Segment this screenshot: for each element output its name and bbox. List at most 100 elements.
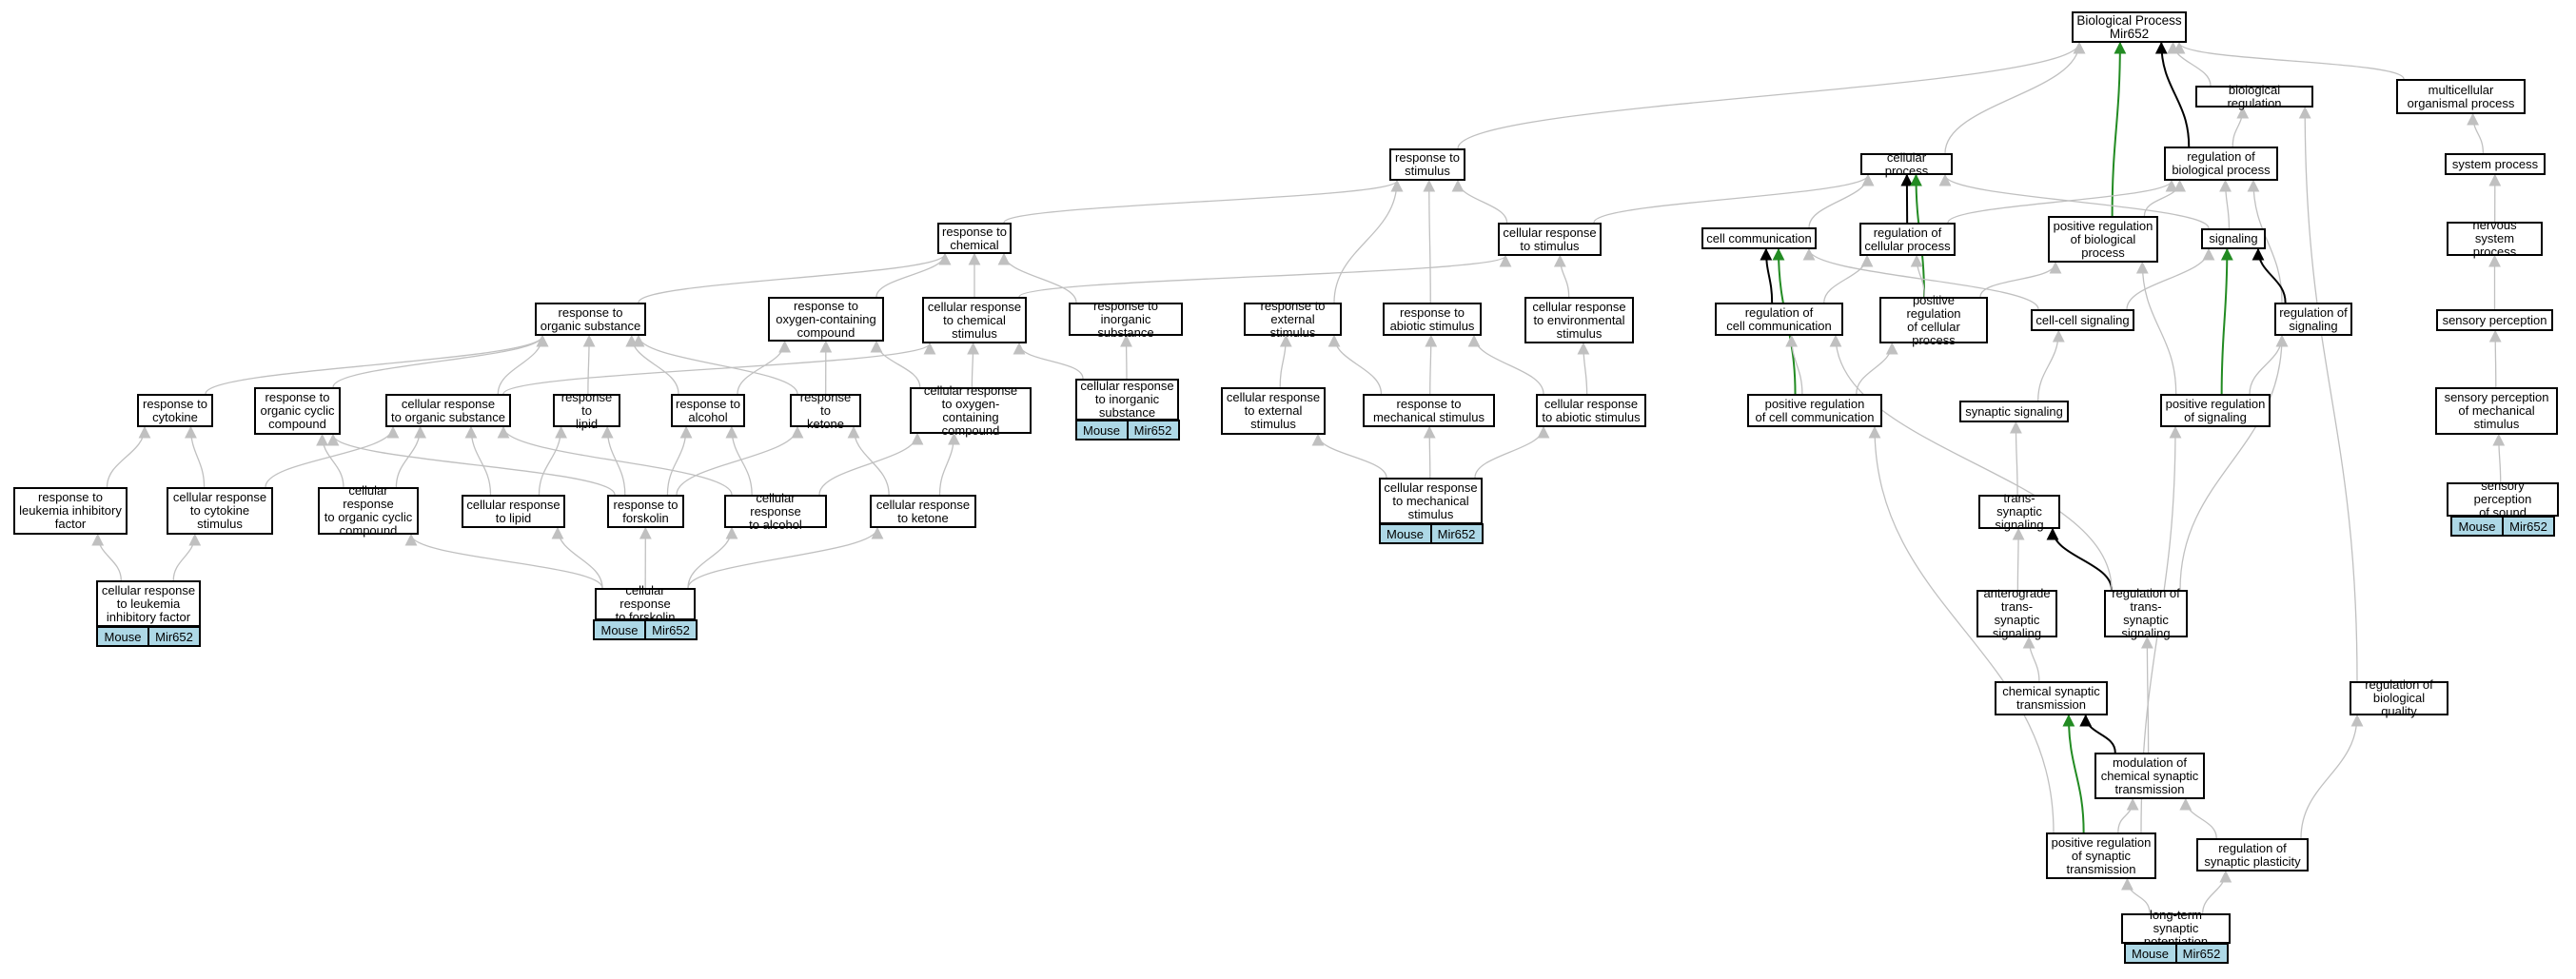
node-regulation-of-biological-process[interactable]: regulation of biological process [2164,147,2278,181]
edge-is-a [2300,714,2364,839]
node-regulation-of-synaptic-plasticity[interactable]: regulation of synaptic plasticity [2196,838,2309,871]
node-trans-synaptic-signaling[interactable]: trans-synaptic signaling [1978,492,2060,532]
node-response-to-organic-cyclic-compound[interactable]: response to organic cyclic compound [254,387,341,435]
node-response-to-external-stimulus[interactable]: response to external stimulus [1244,299,1342,339]
node-response-to-alcohol[interactable]: response to alcohol [671,394,745,427]
node-sensory-perception[interactable]: sensory perception [2436,309,2553,331]
node-multicellular-organismal-process[interactable]: multicellular organismal process [2396,79,2526,114]
node-cellular-response-to-stimulus[interactable]: cellular response to stimulus [1498,223,1602,256]
node-regulation-of-cell-communication[interactable]: regulation of cell communication [1715,303,1843,336]
edge-is-a [687,526,738,589]
node-cellular-response-to-inorganic-substance[interactable]: cellular response to inorganic substance [1075,379,1179,421]
edge-positively-regulates [2062,714,2085,833]
edge-is-a [2126,247,2215,310]
node-synaptic-signaling[interactable]: synaptic signaling [1959,401,2069,422]
node-response-to-chemical[interactable]: response to chemical [937,223,1012,254]
node-response-to-forskolin[interactable]: response to forskolin [607,495,684,528]
edge-is-a [2179,334,2289,591]
node-positive-regulation-of-cell-communication[interactable]: positive regulation of cell communicatio… [1747,394,1882,427]
node-cell-communication[interactable]: cell communication [1701,227,1817,249]
node-cellular-response-to-oxygen-containing-compound[interactable]: cellular response to oxygen-containing c… [910,383,1032,437]
edge-is-a [1947,179,2178,224]
edge-is-a [1451,179,1508,224]
node-long-term-synaptic-potentiation[interactable]: long-term synaptic potentiation [2121,909,2231,949]
edge-is-a [997,252,1077,303]
node-positive-regulation-of-signaling[interactable]: positive regulation of signaling [2160,394,2271,427]
node-response-to-lipid[interactable]: response to lipid [553,390,620,430]
node-regulation-of-biological-quality[interactable]: regulation of biological quality [2350,678,2448,718]
node-sensory-perception-of-sound[interactable]: sensory perception of sound [2447,480,2559,519]
node-system-process[interactable]: system process [2445,153,2546,175]
node-cellular-response-to-forskolin[interactable]: cellular response to forskolin [595,584,696,624]
edge-is-a [91,533,122,581]
annotation-gene: Mir652 [2174,945,2227,962]
annotation-gene: Mir652 [2502,518,2553,535]
edge-is-a [2179,797,2217,839]
node-cellular-response-to-organic-cyclic-compound[interactable]: cellular response to organic cyclic comp… [318,484,419,538]
node-cellular-response-to-environmental-stimulus[interactable]: cellular response to environmental stimu… [1524,297,1634,343]
annotation-gene: Mir652 [147,628,199,645]
node-cellular-response-to-cytokine-stimulus[interactable]: cellular response to cytokine stimulus [167,487,273,535]
node-cellular-response-to-alcohol[interactable]: cellular response to alcohol [724,491,827,531]
node-biological-regulation[interactable]: biological regulation [2195,83,2313,109]
edge-is-a [497,334,549,395]
annotation-gene: Mir652 [1126,421,1178,439]
node-positive-regulation-of-biological-process[interactable]: positive regulation of biological proces… [2048,216,2158,263]
edge-is-a [1577,342,1590,395]
node-cellular-response-to-lipid[interactable]: cellular response to lipid [462,495,565,528]
edge-is-a [2219,179,2232,229]
node-response-to-abiotic-stimulus[interactable]: response to abiotic stimulus [1383,303,1482,336]
edge-is-a [2492,433,2506,483]
node-response-to-mechanical-stimulus[interactable]: response to mechanical stimulus [1363,394,1495,427]
edge-is-a [1829,334,2113,591]
edge-positively-regulates [2111,41,2127,217]
node-positive-regulation-of-synaptic-transmission[interactable]: positive regulation of synaptic transmis… [2046,832,2156,879]
node-response-to-stimulus[interactable]: response to stimulus [1389,148,1465,181]
node-response-to-cytokine[interactable]: response to cytokine [137,394,213,427]
edge-is-a [1425,334,1438,395]
node-anterograde-trans-synaptic-signaling[interactable]: anterograde trans-synaptic signaling [1976,587,2057,640]
node-regulation-of-cellular-process[interactable]: regulation of cellular process [1859,223,1956,256]
node-regulation-of-signaling[interactable]: regulation of signaling [2274,303,2352,336]
edge-is-a [1553,254,1570,298]
edge-is-a [938,432,960,496]
node-cellular-response-to-organic-substance[interactable]: cellular response to organic substance [385,394,511,427]
edge-regulates [2079,714,2116,754]
node-response-to-inorganic-substance[interactable]: response to inorganic substance [1069,299,1183,339]
node-cellular-response-to-mechanical-stimulus[interactable]: cellular response to mechanical stimulus [1379,478,1483,524]
node-cellular-response-to-external-stimulus[interactable]: cellular response to external stimulus [1221,387,1326,435]
edge-is-a [2135,261,2177,395]
node-nervous-system-process[interactable]: nervous system process [2447,219,2543,259]
node-sensory-perception-of-mechanical-stimulus[interactable]: sensory perception of mechanical stimulu… [2435,387,2558,435]
node-cellular-process[interactable]: cellular process [1860,150,1953,177]
node-cell-cell-signaling[interactable]: cell-cell signaling [2031,309,2134,331]
node-cellular-response-to-ketone[interactable]: cellular response to ketone [870,495,976,528]
edge-regulates [1760,247,1774,303]
node-response-to-ketone[interactable]: response to ketone [790,390,861,430]
edge-is-a [632,334,798,395]
edge-is-a [2117,797,2139,833]
node-positive-regulation-of-cellular-process[interactable]: positive regulation of cellular process [1879,293,1988,346]
edge-regulates [2154,41,2191,147]
node-cellular-response-to-leukemia-inhibitory-factor[interactable]: cellular response to leukemia inhibitory… [96,580,201,627]
edge-is-a [106,425,151,488]
node-cellular-response-to-chemical-stimulus[interactable]: cellular response to chemical stimulus [922,297,1027,343]
node-regulation-of-trans-synaptic-signaling[interactable]: regulation of trans-synaptic signaling [2104,587,2188,640]
node-cellular-response-to-abiotic-stimulus[interactable]: cellular response to abiotic stimulus [1536,394,1646,427]
node-modulation-of-chemical-synaptic-transmission[interactable]: modulation of chemical synaptic transmis… [2094,753,2205,799]
node-response-to-organic-substance[interactable]: response to organic substance [535,303,646,336]
node-bp-root[interactable]: Biological Process Mir652 [2072,11,2187,43]
node-response-to-leukemia-inhibitory-factor[interactable]: response to leukemia inhibitory factor [13,487,128,535]
edge-is-a [1785,334,1803,395]
node-signaling[interactable]: signaling [2201,228,2266,249]
edge-is-a [205,334,549,395]
edge-is-a [967,342,980,388]
node-response-to-oxygen-containing-compound[interactable]: response to oxygen-containing compound [768,297,884,342]
node-chemical-synaptic-transmission[interactable]: chemical synaptic transmission [1995,681,2108,715]
